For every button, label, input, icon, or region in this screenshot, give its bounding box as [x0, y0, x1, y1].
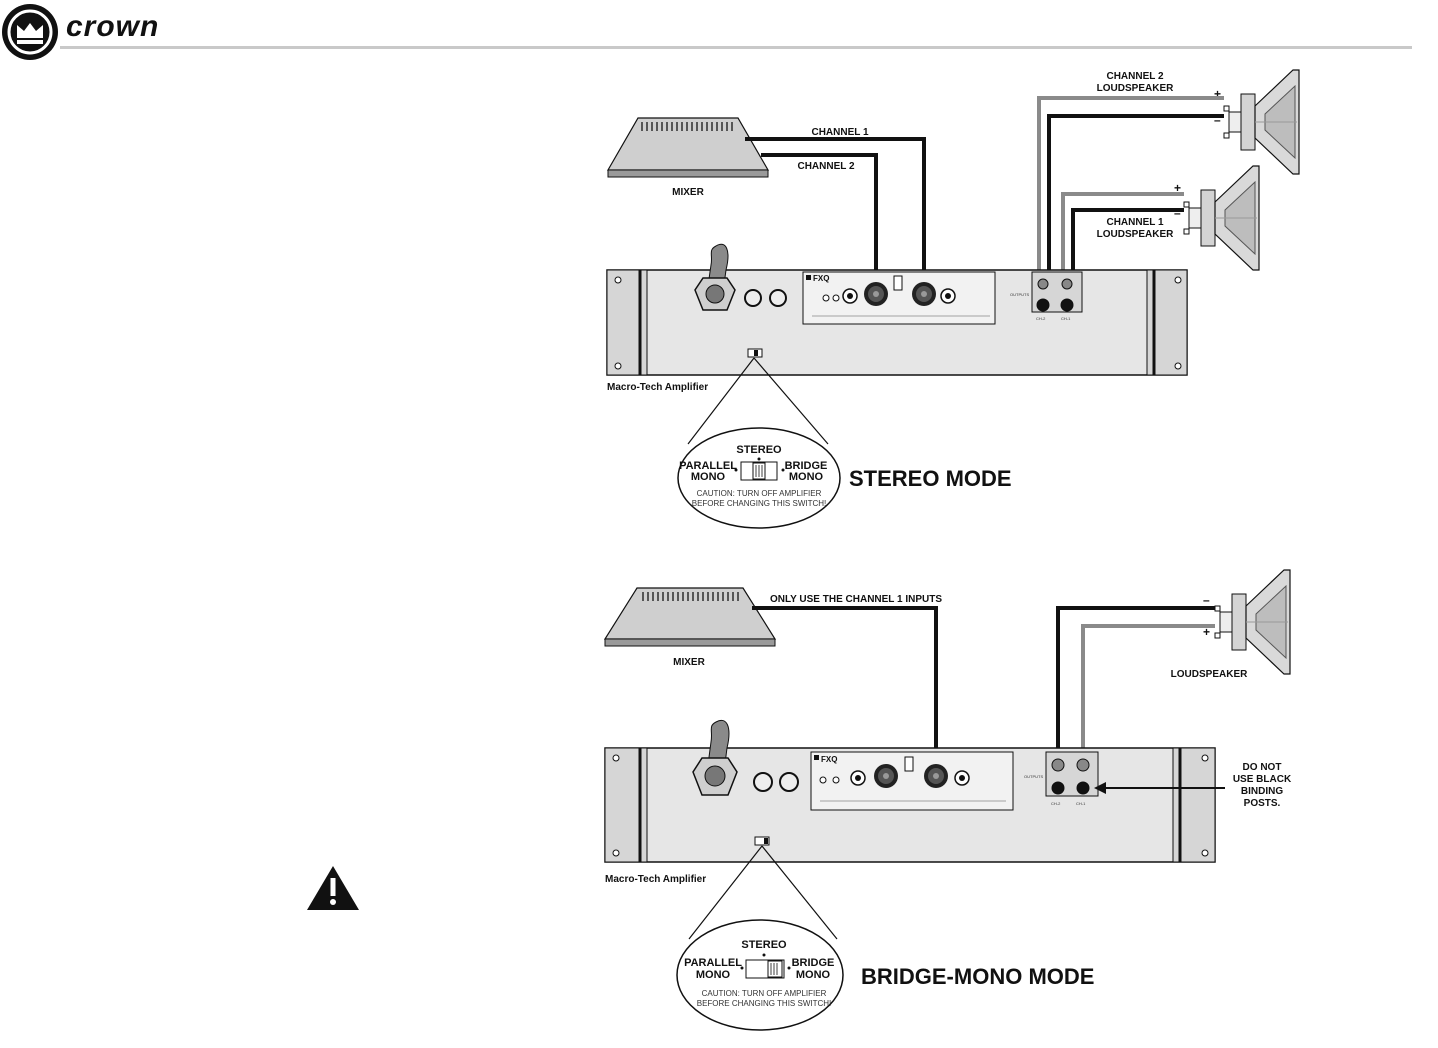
- bridge-plus: +: [1203, 625, 1210, 639]
- stereo-ch2-minus: –: [1214, 113, 1221, 127]
- bridge-negative-wire: [1056, 606, 1215, 765]
- stereo-amplifier: FXQ OUTPUTS CH-2 CH-1: [606, 243, 1188, 376]
- stereo-ch2-negative-wire: [1047, 114, 1224, 305]
- bridge-fuse-icon: [753, 772, 773, 792]
- bridge-switch-stereo-label: STEREO: [741, 939, 787, 951]
- bridge-switch-bridge-line2: MONO: [796, 969, 831, 981]
- bridge-warning-line4: POSTS.: [1244, 798, 1281, 809]
- bridge-mode-title: BRIDGE-MONO MODE: [861, 964, 1094, 989]
- bridge-input-label: ONLY USE THE CHANNEL 1 INPUTS: [770, 594, 942, 605]
- stereo-ch1-positive-wire: [1061, 192, 1184, 282]
- bridge-ch2-red-post-icon: [1051, 758, 1065, 772]
- stereo-switch-bridge-line1: BRIDGE: [785, 460, 828, 472]
- bridge-ch1-black-post-icon: [1076, 781, 1090, 795]
- stereo-switch-parallel-line2: MONO: [691, 471, 726, 483]
- stereo-fuse-icon: [744, 289, 762, 307]
- stereo-caution-line1: CAUTION: TURN OFF AMPLIFIER: [697, 489, 822, 498]
- bridge-caution-line2: BEFORE CHANGING THIS SWITCH!: [697, 999, 832, 1008]
- stereo-ch1-jack-icon: [940, 288, 956, 304]
- stereo-switch-parallel-line1: PARALLEL: [679, 460, 737, 472]
- stereo-amp-label: Macro-Tech Amplifier: [607, 382, 708, 393]
- bridge-ch2-black-post-icon: [1051, 781, 1065, 795]
- stereo-ch2-speaker-label-line2: LOUDSPEAKER: [1097, 83, 1174, 94]
- stereo-ch1-xlr-input-icon: [912, 282, 936, 306]
- stereo-fxq-label: FXQ: [813, 274, 829, 283]
- bridge-ch2-xlr-input-icon: [874, 764, 898, 788]
- stereo-mixer-label: MIXER: [672, 187, 704, 198]
- bridge-speaker-label: LOUDSPEAKER: [1171, 669, 1248, 680]
- caution-triangle-icon: [307, 866, 359, 910]
- bridge-positive-wire: [1081, 624, 1215, 765]
- bridge-ch1-red-post-icon: [1076, 758, 1090, 772]
- stereo-diagram: MIXER CHANNEL 1 CHANNEL 2 CHANNEL 2 LOUD…: [606, 69, 1300, 529]
- bridge-switch-bridge-line1: BRIDGE: [792, 957, 835, 969]
- bridge-minus: –: [1203, 593, 1210, 607]
- bridge-mode-switch-icon: [754, 836, 770, 846]
- bridge-ch1-jack-icon: [954, 770, 970, 786]
- bridge-speaker-icon: [1214, 569, 1291, 675]
- bridge-outputs-label: OUTPUTS: [1024, 774, 1043, 779]
- bridge-switch-parallel-line2: MONO: [696, 969, 731, 981]
- stereo-ch1-output-label: CH-1: [1061, 316, 1071, 321]
- stereo-mixer-icon: [606, 117, 770, 178]
- stereo-ch1-speaker-label-line2: LOUDSPEAKER: [1097, 229, 1174, 240]
- stereo-channel1-speaker-icon: [1183, 165, 1260, 271]
- bridge-mixer-icon: [603, 587, 777, 647]
- stereo-ch1-speaker-label-line1: CHANNEL 1: [1106, 217, 1163, 228]
- stereo-ch2-plus: +: [1214, 87, 1221, 101]
- header-rule: [60, 46, 1412, 49]
- stereo-ch2-jack-icon: [842, 288, 858, 304]
- bridge-diagram: MIXER ONLY USE THE CHANNEL 1 INPUTS LOUD…: [603, 569, 1292, 1031]
- bridge-mixer-label: MIXER: [673, 657, 705, 668]
- stereo-mode-title: STEREO MODE: [849, 466, 1012, 491]
- bridge-ch2-output-label: CH-2: [1051, 801, 1061, 806]
- stereo-channel2-cable: [761, 153, 878, 284]
- stereo-reset-icon: [769, 289, 787, 307]
- bridge-reset-icon: [779, 772, 799, 792]
- stereo-channel2-label: CHANNEL 2: [797, 161, 854, 172]
- stereo-channel1-label: CHANNEL 1: [811, 127, 868, 138]
- stereo-ch2-black-post-icon: [1036, 298, 1050, 312]
- bridge-channel1-cable: [752, 606, 938, 760]
- stereo-ch1-red-post-icon: [1061, 278, 1073, 290]
- brand-wordmark: crown: [66, 10, 160, 43]
- stereo-ch2-speaker-label-line1: CHANNEL 2: [1106, 71, 1163, 82]
- stereo-ch2-xlr-input-icon: [864, 282, 888, 306]
- crown-logo-icon: [2, 4, 58, 60]
- bridge-amp-label: Macro-Tech Amplifier: [605, 874, 706, 885]
- stereo-ch1-black-post-icon: [1060, 298, 1074, 312]
- stereo-ch2-output-label: CH-2: [1036, 316, 1046, 321]
- bridge-warning-line2: USE BLACK: [1233, 774, 1292, 785]
- stereo-switch-bridge-line2: MONO: [789, 471, 824, 483]
- bridge-ch2-jack-icon: [850, 770, 866, 786]
- bridge-switch-parallel-line1: PARALLEL: [684, 957, 742, 969]
- bridge-warning-line3: BINDING: [1241, 786, 1283, 797]
- bridge-ch1-xlr-input-icon: [924, 764, 948, 788]
- bridge-ch1-output-label: CH-1: [1076, 801, 1086, 806]
- stereo-ch2-red-post-icon: [1037, 278, 1049, 290]
- stereo-ch1-minus: –: [1174, 206, 1181, 220]
- stereo-channel1-cable: [745, 137, 926, 284]
- bridge-fxq-label: FXQ: [821, 755, 837, 764]
- stereo-channel2-speaker-icon: [1223, 69, 1300, 175]
- stereo-switch-stereo-label: STEREO: [736, 444, 782, 456]
- stereo-ch2-positive-wire: [1037, 96, 1224, 282]
- bridge-amplifier: FXQ OUTPUTS CH-2 CH-1: [604, 720, 1216, 863]
- stereo-outputs-label: OUTPUTS: [1010, 292, 1029, 297]
- bridge-warning-line1: DO NOT: [1243, 762, 1282, 773]
- stereo-caution-line2: BEFORE CHANGING THIS SWITCH!: [692, 499, 827, 508]
- stereo-ch1-plus: +: [1174, 181, 1181, 195]
- bridge-caution-line1: CAUTION: TURN OFF AMPLIFIER: [702, 989, 827, 998]
